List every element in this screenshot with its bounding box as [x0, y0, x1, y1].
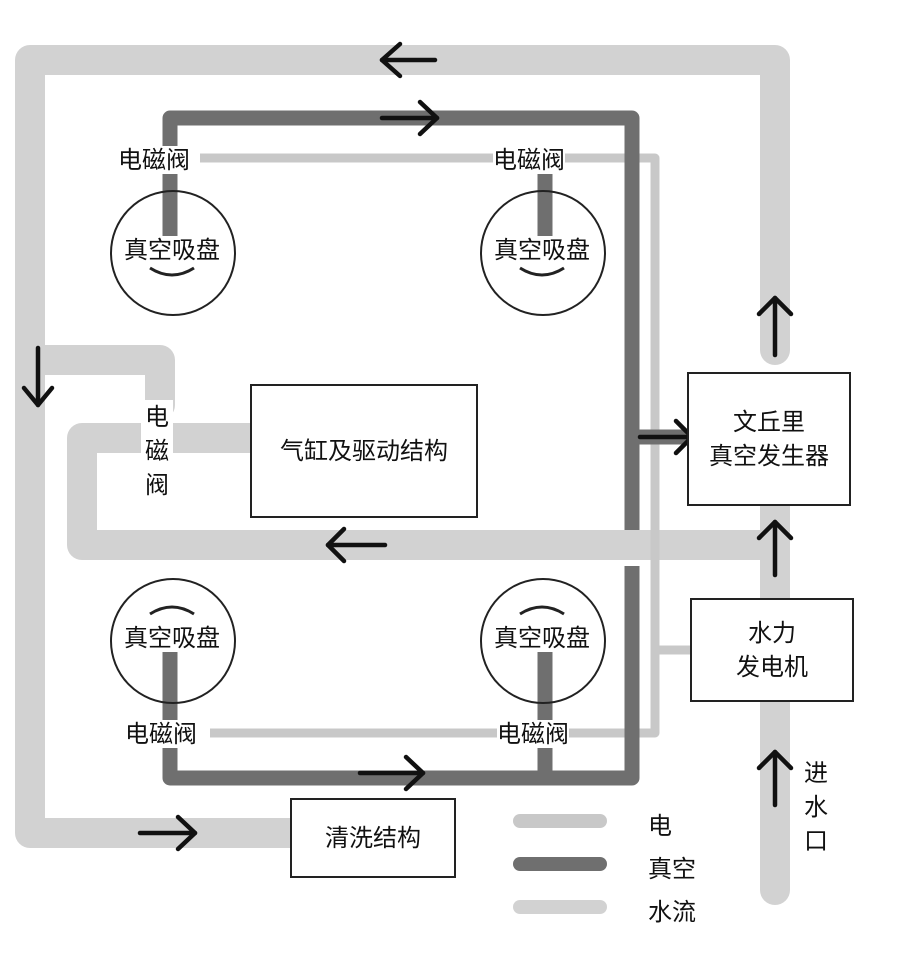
legend-label-electric: 电 — [648, 812, 672, 840]
cylinder-drive-label: 气缸及驱动结构 — [280, 437, 448, 465]
vacuum-cup-bottom-right — [480, 578, 606, 704]
arrow-right-vacuum-top — [379, 99, 440, 137]
cleaning-structure-box: 清洗结构 — [290, 798, 456, 878]
solenoid-valve-label: 电磁阀 — [493, 146, 565, 174]
vacuum-cup-label: 真空吸盘 — [124, 624, 220, 652]
arrow-right-to-venturi — [637, 418, 695, 456]
wire-bottom — [210, 650, 660, 738]
solenoid-valve-label: 电磁阀 — [125, 720, 197, 748]
solenoid-valve-vertical-label: 电 磁 阀 — [141, 400, 173, 502]
vacuum-cup-label: 真空吸盘 — [494, 624, 590, 652]
legend-swatches — [513, 814, 607, 914]
legend-label-vacuum: 真空 — [648, 855, 696, 883]
arrow-up-generator-out — [756, 519, 794, 578]
water-pipe-outer-loop — [15, 45, 790, 848]
flow-arrows — [21, 41, 794, 852]
venturi-generator-box: 文丘里 真空发生器 — [687, 372, 851, 506]
wire-top — [200, 153, 660, 650]
water-pipe-left-stub — [15, 345, 175, 420]
vacuum-cup-label: 真空吸盘 — [124, 236, 220, 264]
arrow-up-venturi-out — [756, 295, 794, 358]
legend-label-water: 水流 — [648, 898, 696, 926]
arrow-left-middle — [325, 526, 388, 564]
hydro-generator-label: 水力 发电机 — [736, 619, 808, 681]
cylinder-drive-box: 气缸及驱动结构 — [250, 384, 478, 518]
solenoid-valve-label: 电磁阀 — [118, 146, 190, 174]
arrow-right-vacuum-bottom — [357, 754, 426, 792]
arrow-left-top — [379, 41, 438, 79]
hydro-generator-box: 水力 发电机 — [690, 598, 854, 702]
venturi-generator-label: 文丘里 真空发生器 — [709, 408, 829, 470]
vacuum-cup-top-left — [110, 190, 236, 316]
solenoid-valve-label: 电磁阀 — [497, 720, 569, 748]
vacuum-pipe-bottom — [162, 566, 640, 786]
cleaning-structure-label: 清洗结构 — [325, 824, 421, 852]
arrow-right-cleaning — [137, 814, 198, 852]
water-inlet-label: 进 水 口 — [804, 759, 828, 855]
vacuum-cup-label: 真空吸盘 — [494, 236, 590, 264]
arrow-up-inlet — [756, 749, 794, 808]
arrow-down-left — [21, 345, 55, 408]
vacuum-cup-top-right — [480, 190, 606, 316]
vacuum-cup-bottom-left — [110, 578, 236, 704]
